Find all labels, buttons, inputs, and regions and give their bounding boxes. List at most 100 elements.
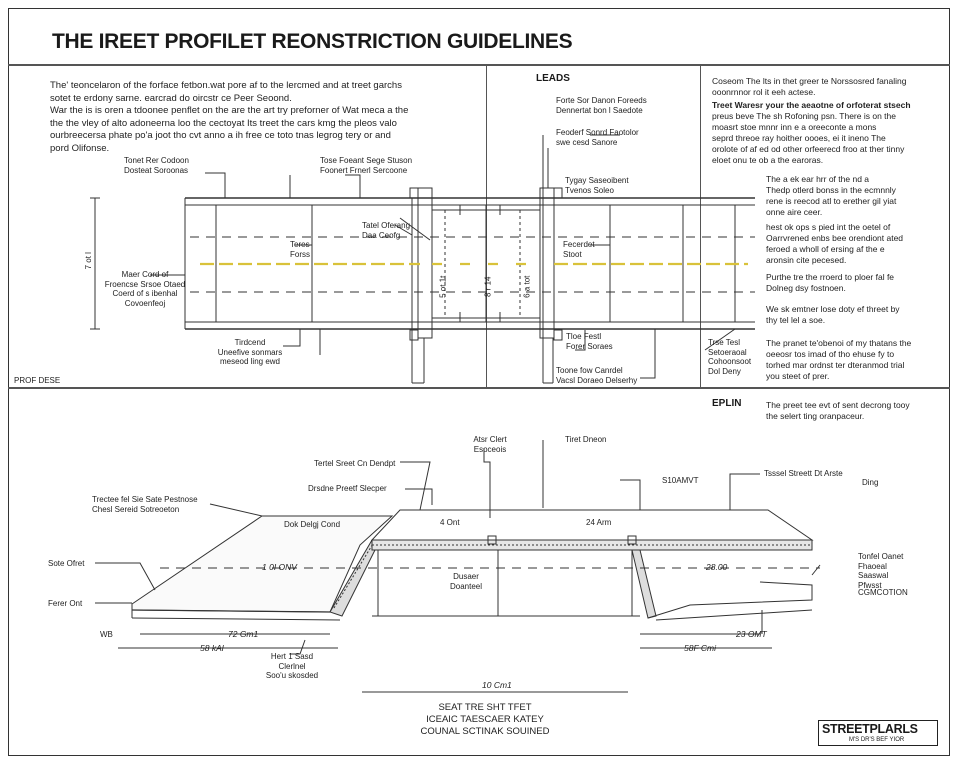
text-line: We sk emtner lose doty ef threet by (766, 304, 900, 314)
text-line: Maer Cord of (121, 270, 169, 279)
text-line: Purthe tre the rroerd to ploer fal fe (766, 272, 895, 282)
text-line: preus beve The sh Rofoning psn. There is… (712, 111, 896, 121)
text-line: you steet of prer. (766, 371, 830, 381)
text-line: Treet Waresr your the aeaotne of orfoter… (712, 100, 911, 110)
text-line: ooonrnnor rol it eeh actese. (712, 87, 816, 97)
text-line: Vacsl Doraeo Delserhy (556, 375, 638, 385)
text-line: Pfwsst (858, 580, 882, 590)
text-line: Tonet Rer Codoon (124, 156, 189, 165)
section-label-l4: Drsdne Preetf Slecper (308, 484, 387, 493)
text-line: Clerlnel (278, 661, 306, 671)
section-dim-l16: 28.00 (706, 562, 728, 572)
intro-line: the the vley of alto adoneerna loo the c… (50, 117, 397, 129)
text-line: The pranet te'obenoi of my thatans the (766, 338, 912, 348)
text-line: Cohoonsoot (708, 357, 752, 366)
text-line: Foonert Frnerl Sercoone (320, 165, 408, 175)
section-label-l13: 4 Ont (440, 518, 460, 527)
dim-72: 72 Gm1 (228, 629, 259, 639)
text-line: swe cesd Sanore (556, 137, 618, 147)
text-line: SEAT TRE SHT TFET (438, 702, 532, 713)
text-line: Tvenos Soleo (565, 185, 614, 195)
dim-23: 23 OMT (736, 629, 767, 639)
text-line: aronsin cite pecesed. (766, 255, 847, 265)
text-line: Thedp otlerd bonss in the ecmnnly (766, 185, 896, 195)
text-line: Tygay Saseoibent (565, 176, 629, 185)
text-line: Toone fow Canrdel (556, 366, 623, 375)
leads-heading: LEADS (536, 73, 570, 84)
text-line: rene is reecod atl to erether gil yiat (766, 196, 897, 206)
text-line: Covoenfeoj (124, 298, 166, 308)
text-line: Fhaoeal (858, 561, 887, 571)
text-line: Esoceois (473, 444, 507, 454)
page-title: THE IREET PROFILET REONSTRICTION GUIDELI… (52, 30, 573, 53)
text-line: moasrt stoe mnnr inn e a oreeconte a mon… (712, 122, 877, 132)
text-line: eloet onu te ob a the earoras. (712, 155, 824, 165)
dim-10: 10 Cm1 (482, 680, 512, 690)
intro-line: The' teoncelaron of the forface fetbon.w… (50, 80, 402, 91)
text-line: Froencse Srsoe Otaed (104, 279, 186, 289)
text-line: feroed a wholl of ersing af the e (766, 244, 885, 254)
text-line: Dosteat Soroonas (124, 165, 189, 175)
section-label-l12: WB (100, 630, 113, 639)
title-rule (8, 64, 950, 66)
section-dim-l15: 1 0I ONV (262, 562, 297, 572)
intro-paragraph: The' teoncelaron of the forface fetbon.w… (50, 80, 450, 155)
profile-section-label: PROF DESE (14, 376, 61, 385)
section-label-l2: Tiret Dneon (565, 435, 607, 444)
drawing-frame (8, 8, 950, 756)
text-line: Forer Soraes (566, 341, 613, 351)
text-line: Fecerdet (563, 240, 595, 249)
intro-line: ourbreecersa phate po'a joot tho cvt ann… (50, 130, 391, 141)
note-treet-warning: Treet Waresr your the aeaotne of orfoter… (712, 100, 944, 166)
section-label-l10: Sote Ofret (48, 559, 85, 568)
text-line: Forss (290, 249, 310, 259)
text-line: Dolneg dsy fostnoen. (766, 283, 846, 293)
text-line: The a ek ear hrr of the nd a (766, 174, 870, 184)
text-line: meseod ling ewd (219, 357, 281, 366)
intro-line: pord Olifonse. (50, 142, 110, 154)
text-line: Daa Ceofg (362, 230, 401, 240)
text-line: Saaswal (858, 571, 889, 580)
section-label-l19: CGMCOTION (858, 588, 908, 597)
section-label-l11: Ferer Ont (48, 599, 83, 608)
text-line: oeeosr tos imad of tho ehuse fy to (766, 349, 895, 359)
stamp-sub: M'S DR'S BEF YIOR (849, 737, 905, 743)
dim-58: 58 kAl (200, 643, 224, 653)
text-line: Doanteel (449, 581, 483, 591)
text-line: Tloe Festl (566, 332, 602, 341)
text-line: Stoot (563, 249, 582, 259)
eplin-heading: EPLIN (712, 398, 742, 409)
text-line: Dol Deny (708, 366, 741, 376)
section-label-l14: 24 Arm (586, 518, 612, 527)
intro-line: sotet te erdony sarne. earcrad do oircst… (50, 92, 292, 104)
text-line: Coseom The lts in thet greer te Norssosr… (712, 76, 907, 86)
text-line: Oarrvrened enbs bee orendiont ated (766, 233, 904, 243)
text-line: Trse Tesl (708, 338, 741, 347)
text-line: hest ok ops s pied int the oetel of (766, 222, 891, 232)
text-line: Feoderf Sonrd Faotolor (556, 128, 639, 137)
section-divider (8, 387, 950, 389)
text-line: Uneefive sonmars (217, 347, 283, 357)
text-line: Setoeraoal (708, 347, 747, 357)
text-line: Hert 1 Sasd (270, 652, 314, 661)
title-block-stamp: STREETPLARLS M'S DR'S BEF YIOR (818, 720, 938, 746)
text-line: Dennertat bon l Saedote (556, 105, 643, 115)
